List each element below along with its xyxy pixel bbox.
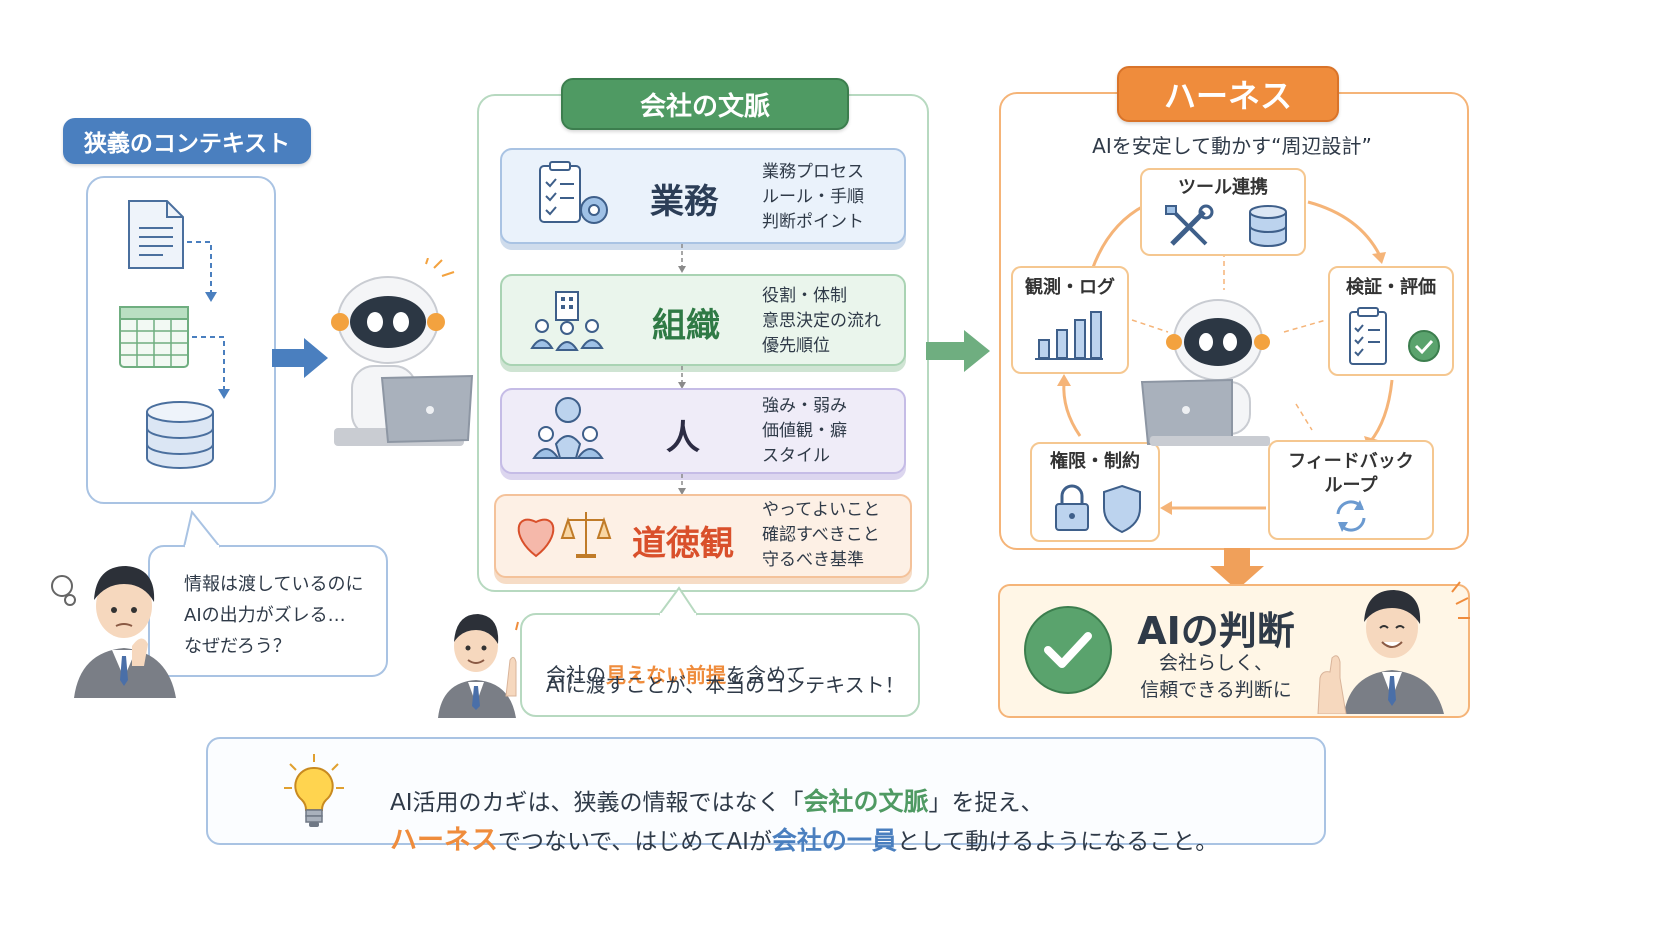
arrow-right-icon <box>926 330 990 372</box>
layer-title: 組織 <box>652 306 720 346</box>
layer-desc: 業務プロセス ルール・手順 判断ポイント <box>762 162 864 232</box>
dashed-connector <box>678 366 686 389</box>
summary-text: でつないで、はじめてAIが <box>498 829 772 855</box>
flow-arrow-icon <box>192 336 230 399</box>
layer-title: 道徳観 <box>632 524 734 564</box>
people-icon <box>532 397 604 459</box>
speech-text: を含めて <box>726 663 806 687</box>
refresh-icon <box>1336 500 1366 532</box>
organization-icon <box>530 291 604 351</box>
flow-arrow-icon <box>187 241 217 302</box>
left-title: 狭義のコンテキスト <box>83 131 291 157</box>
middle-speech-bubble: 会社の見えない前提を含めて AIに渡すことが、本当のコンテキスト！ <box>520 613 920 717</box>
node-verification: 検証・評価 <box>1328 266 1454 376</box>
arrow-down-icon <box>1210 548 1264 590</box>
node-label: 観測・ログ <box>1025 277 1115 298</box>
speech-text: 会社の <box>546 663 606 687</box>
middle-speech-line1: 会社の見えない前提を含めて <box>546 635 806 688</box>
node-tools: ツール連携 <box>1140 168 1306 256</box>
database-icon <box>146 401 214 469</box>
arrow-right-icon <box>272 338 328 378</box>
node-feedback-loop: フィードバック ループ <box>1268 440 1434 540</box>
node-label: フィードバック ループ <box>1288 451 1414 496</box>
summary-text: 」を捉え、 <box>928 790 1044 816</box>
summary-box <box>206 737 1326 845</box>
middle-title: 会社の文脈 <box>639 91 770 122</box>
robot-with-laptop-icon <box>1140 299 1270 446</box>
heart-scale-icon <box>517 512 612 558</box>
bubble-tail <box>183 510 221 548</box>
layer-ethics: 道徳観 やってよいこと 確認すべきこと 守るべき基準 <box>494 494 912 578</box>
document-icon <box>128 200 184 269</box>
pointing-businessman-icon <box>438 614 519 718</box>
layer-desc: やってよいこと 確認すべきこと 守るべき基準 <box>762 500 881 570</box>
middle-title-badge: 会社の文脈 <box>561 78 849 130</box>
layer-title: 業務 <box>650 182 718 222</box>
node-label: 権限・制約 <box>1050 451 1140 472</box>
layer-organization: 組織 役割・体制 意思決定の流れ 優先順位 <box>500 274 906 366</box>
layer-desc: 役割・体制 意思決定の流れ 優先順位 <box>762 286 881 356</box>
node-observation-log: 観測・ログ <box>1011 266 1129 374</box>
left-speech-text: 情報は渡しているのに AIの出力がズレる… なぜだろう？ <box>184 574 364 657</box>
summary-text: AI活用のカギは、狭義の情報ではなく「 <box>390 790 804 816</box>
bubble-tail <box>658 586 698 616</box>
node-label: ツール連携 <box>1178 177 1268 198</box>
check-circle-icon <box>1024 606 1112 694</box>
middle-speech-line2: AIに渡すことが、本当のコンテキスト！ <box>546 673 905 697</box>
bar-chart-icon <box>1035 311 1103 360</box>
checklist-gear-icon <box>539 161 608 224</box>
spreadsheet-icon <box>119 306 189 368</box>
dashed-connector <box>678 244 686 273</box>
harness-title-badge: ハーネス <box>1117 66 1339 122</box>
layer-business: 業務 業務プロセス ルール・手順 判断ポイント <box>500 148 906 244</box>
harness-title: ハーネス <box>1163 77 1292 115</box>
summary-line1: AI活用のカギは、狭義の情報ではなく「会社の文脈」を捉え、 <box>390 756 1044 818</box>
summary-line2: ハーネスでつないで、はじめてAIが会社の一員として動けるようになること。 <box>390 792 1218 857</box>
lock-shield-icon <box>1055 484 1141 534</box>
light-bulb-icon <box>284 754 344 827</box>
layer-desc: 強み・弱み 価値観・癖 スタイル <box>762 396 847 466</box>
harness-subtitle: AIを安定して動かす“周辺設計” <box>1092 134 1372 158</box>
thumbs-up-businessman-icon <box>1317 581 1470 714</box>
left-title-badge: 狭義のコンテキスト <box>63 118 311 164</box>
wrench-screwdriver-icon <box>1165 204 1214 246</box>
summary-text: として動けるようになること。 <box>896 829 1219 855</box>
summary-highlight: 会社の一員 <box>771 826 897 855</box>
ai-judgment-title: AIの判断 <box>1137 609 1295 653</box>
layer-title: 人 <box>666 418 700 458</box>
node-label: 検証・評価 <box>1346 277 1436 298</box>
speech-highlight: 見えない前提 <box>606 663 726 687</box>
left-speech-bubble: 情報は渡しているのに AIの出力がズレる… なぜだろう？ <box>148 545 388 677</box>
summary-highlight: ハーネス <box>390 825 498 856</box>
database-icon <box>1249 205 1287 247</box>
dashed-connector <box>678 474 686 495</box>
node-permission: 権限・制約 <box>1030 442 1160 542</box>
clipboard-check-icon <box>1349 307 1440 365</box>
robot-with-laptop-icon <box>331 258 474 446</box>
ai-judgment-desc: 会社らしく、 信頼できる判断に <box>1140 652 1292 701</box>
thinking-businessman-icon <box>51 566 176 698</box>
summary-highlight: 会社の文脈 <box>803 787 929 816</box>
layer-people: 人 強み・弱み 価値観・癖 スタイル <box>500 388 906 474</box>
